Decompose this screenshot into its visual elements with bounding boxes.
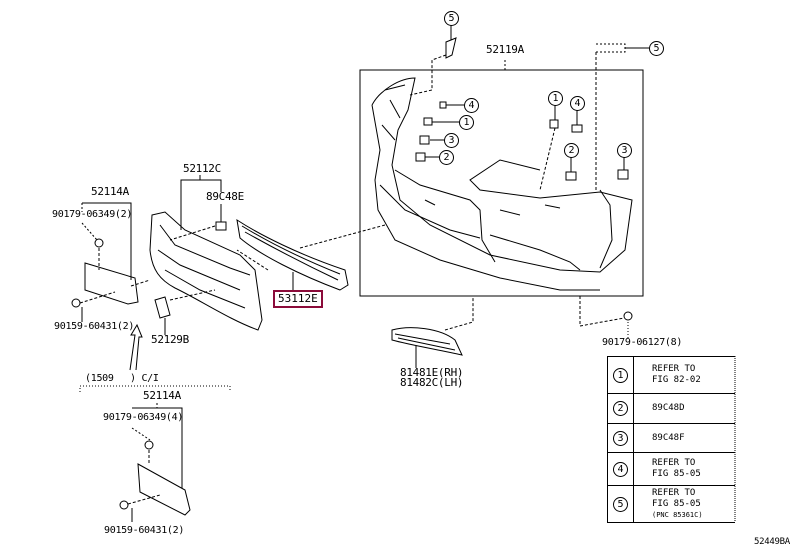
bumper-cover-drawing [371, 77, 633, 291]
callout-4[interactable]: 4 [464, 98, 479, 113]
legend-row: 2 89C48D [607, 393, 735, 424]
part-label-81481e[interactable]: 81481E(RH) [400, 366, 464, 379]
part-label-53112e-selected[interactable]: 53112E [273, 290, 323, 308]
diagram-id: 52449BA [754, 537, 790, 547]
legend-num: 3 [613, 430, 628, 446]
fog-cover-drawing [391, 327, 463, 356]
part-label-90179-06349[interactable]: 90179-06349(2) [52, 209, 133, 220]
callout-5[interactable]: 5 [649, 41, 664, 56]
bracket-bottom-drawing [137, 463, 191, 516]
legend-text: FIG 85-05 [652, 469, 701, 479]
legend-text: FIG 82-02 [652, 375, 701, 385]
callout-1[interactable]: 1 [548, 91, 563, 106]
callout-5[interactable]: 5 [444, 11, 459, 26]
part-label-52112c[interactable]: 52112C [183, 162, 221, 175]
legend-text: (PNC 85361C) [652, 510, 703, 519]
clip-5-top [445, 37, 457, 59]
callout-1[interactable]: 1 [459, 115, 474, 130]
legend-text: FIG 85-05 [652, 498, 701, 509]
part-label-90179-06127[interactable]: 90179-06127(8) [602, 337, 683, 348]
arrow-up [129, 323, 143, 371]
grille-assy-drawing [149, 211, 263, 331]
bumper-group-box [359, 69, 644, 297]
callout-2[interactable]: 2 [564, 143, 579, 158]
callout-2[interactable]: 2 [439, 150, 454, 165]
part-label-81482c[interactable]: 81482C(LH) [400, 376, 464, 389]
legend-text: REFER TO [652, 364, 696, 374]
callout-4[interactable]: 4 [570, 96, 585, 111]
legend-text[interactable]: 89C48F [652, 432, 685, 443]
legend-num: 5 [613, 496, 628, 512]
grille-53112e-drawing [236, 218, 349, 291]
part-label-89c48e[interactable]: 89C48E [206, 190, 244, 203]
variant-label-left: (1509 [85, 373, 114, 384]
legend-text: REFER TO [652, 487, 696, 498]
legend-num: 2 [613, 401, 628, 416]
legend-num: 1 [613, 367, 628, 383]
part-label-52119a[interactable]: 52119A [486, 43, 524, 56]
legend-text: REFER TO [652, 458, 696, 468]
legend-row: 3 89C48F [607, 423, 735, 453]
legend-num: 4 [613, 461, 628, 477]
legend-text[interactable]: 89C48D [652, 403, 685, 413]
cap-drawing [154, 296, 171, 319]
part-label-90159-60431[interactable]: 90159-60431(2) [54, 321, 135, 332]
part-label-52114a-bottom[interactable]: 52114A [143, 389, 181, 402]
part-label-52129b[interactable]: 52129B [151, 333, 189, 346]
callout-3[interactable]: 3 [617, 143, 632, 158]
variant-label-right: ) C/I [130, 373, 159, 384]
part-label-90159-60431-bottom[interactable]: 90159-60431(2) [104, 525, 185, 536]
clip-89c48e [215, 221, 227, 231]
part-label-52114a[interactable]: 52114A [91, 185, 129, 198]
callout-3[interactable]: 3 [444, 133, 459, 148]
part-label-90179-06349-bottom[interactable]: 90179-06349(4) [103, 412, 184, 423]
bracket-top-drawing [84, 262, 139, 305]
